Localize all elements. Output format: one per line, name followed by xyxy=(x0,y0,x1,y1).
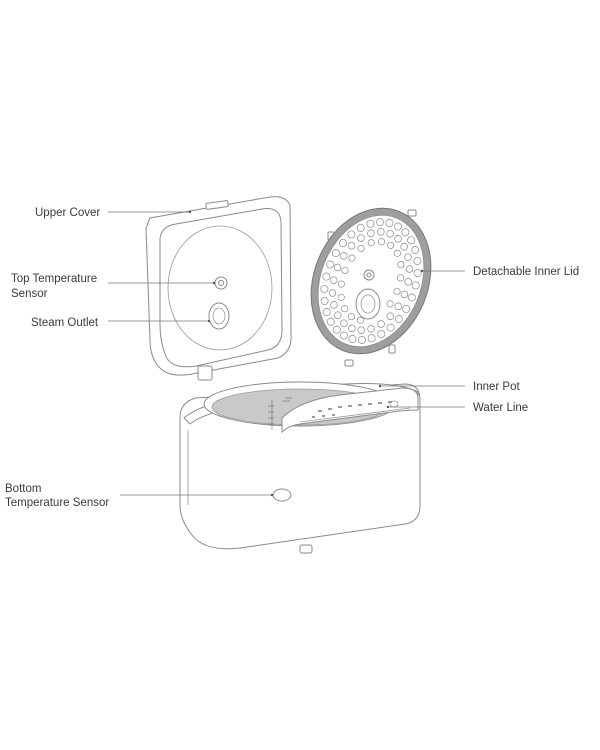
upper-cover xyxy=(145,196,292,381)
top-temperature-sensor xyxy=(214,276,228,290)
lid-vent-hole xyxy=(357,335,366,344)
lid-vent-hole xyxy=(337,293,345,301)
lid-vent-hole xyxy=(386,323,395,332)
lid-vent-hole xyxy=(413,257,422,266)
lid-vent-hole xyxy=(330,276,338,284)
lid-vent-hole xyxy=(320,284,329,293)
lid-vent-hole xyxy=(407,236,416,245)
lid-vent-hole xyxy=(356,316,364,324)
lid-vent-hole xyxy=(395,315,403,324)
lid-vent-hole xyxy=(347,230,356,239)
lid-vent-hole xyxy=(400,243,408,251)
lid-vent-hole xyxy=(326,260,335,269)
lid-vent-hole xyxy=(387,241,395,249)
lid-vent-hole xyxy=(341,305,349,313)
callout-labels: Upper Cover Top Temperature Sensor Steam… xyxy=(5,207,579,509)
label-top-temperature-sensor-line2: Sensor xyxy=(11,288,48,300)
lid-vent-hole xyxy=(357,234,365,242)
lid-vent-hole xyxy=(394,302,403,311)
lid-vent-hole xyxy=(394,235,402,243)
lid-vent-hole xyxy=(376,218,385,227)
steam-outlet xyxy=(208,302,230,330)
lid-vent-hole xyxy=(333,263,342,272)
lid-vent-hole xyxy=(348,335,357,343)
detachable-inner-lid xyxy=(310,207,432,367)
lid-vent-hole xyxy=(378,238,386,246)
lid-vent-hole xyxy=(356,223,365,232)
lid-vent-hole xyxy=(341,266,349,275)
lid-vent-hole xyxy=(386,312,395,321)
lid-vent-hole xyxy=(404,278,412,286)
lid-vent-hole xyxy=(337,280,345,288)
lid-vent-hole xyxy=(386,300,394,308)
lid-vent-hole xyxy=(328,289,337,297)
lid-vent-hole xyxy=(340,331,348,340)
lid-vent-hole xyxy=(322,272,331,281)
lid-vent-hole xyxy=(393,287,401,296)
lid-vent-hole xyxy=(397,274,405,282)
lid-vent-hole xyxy=(347,313,355,321)
lid-vent-hole xyxy=(377,320,385,328)
bottom-sensor-marker xyxy=(272,488,292,502)
lid-vent-hole xyxy=(397,261,405,269)
lid-vent-hole xyxy=(330,301,338,309)
lid-vent-hole xyxy=(402,304,411,313)
label-bottom-temperature-sensor-line1: Bottom xyxy=(5,483,41,495)
cover-latch xyxy=(205,200,229,210)
lid-vent-hole xyxy=(334,311,342,319)
lid-vent-hole xyxy=(411,281,420,290)
lid-vent-hole xyxy=(326,317,335,326)
lid-vent-hole xyxy=(367,334,376,343)
lid-vent-hole xyxy=(367,239,375,247)
lid-vent-hole xyxy=(348,324,356,333)
control-panel xyxy=(281,387,419,434)
lid-vent-hole xyxy=(332,325,341,334)
lid-vent-hole xyxy=(339,251,348,260)
lid-vent-hole xyxy=(407,293,416,302)
lid-vent-hole xyxy=(367,229,375,238)
lid-vent-hole xyxy=(347,241,356,250)
lid-vent-hole xyxy=(348,254,356,262)
label-upper-cover: Upper Cover xyxy=(35,207,100,219)
lid-vent-hole xyxy=(357,244,365,253)
lid-vent-hole xyxy=(385,219,394,227)
lid-vent-hole xyxy=(340,319,348,327)
label-top-temperature-sensor-line1: Top Temperature xyxy=(11,273,97,285)
lid-vent-hole xyxy=(405,265,414,273)
lid-vent-hole xyxy=(377,330,386,339)
water-line-markings xyxy=(268,397,292,430)
lid-vent-hole xyxy=(339,238,347,247)
leader-lines xyxy=(108,210,465,497)
lid-vent-hole xyxy=(322,308,331,316)
lid-vent-hole xyxy=(377,228,385,236)
label-water-line: Water Line xyxy=(473,402,528,414)
label-detachable-inner-lid: Detachable Inner Lid xyxy=(473,266,579,278)
lid-vent-hole xyxy=(411,246,420,254)
lid-vent-hole xyxy=(401,228,410,237)
lid-vent-hole xyxy=(394,222,402,231)
lid-vent-hole xyxy=(357,326,365,334)
label-inner-pot: Inner Pot xyxy=(473,381,520,393)
lid-vent-holes xyxy=(320,218,422,344)
lid-vent-hole xyxy=(320,296,329,305)
lid-vent-hole xyxy=(367,324,375,333)
lid-vent-hole xyxy=(386,229,394,238)
lid-vent-hole xyxy=(393,249,401,257)
label-bottom-temperature-sensor-line2: Temperature Sensor xyxy=(5,497,109,509)
label-steam-outlet: Steam Outlet xyxy=(31,317,99,329)
lid-vent-hole xyxy=(400,290,409,299)
lid-vent-hole xyxy=(413,269,422,278)
lid-vent-hole xyxy=(366,219,375,228)
lid-vent-hole xyxy=(404,253,412,261)
lid-vent-hole xyxy=(331,249,340,258)
